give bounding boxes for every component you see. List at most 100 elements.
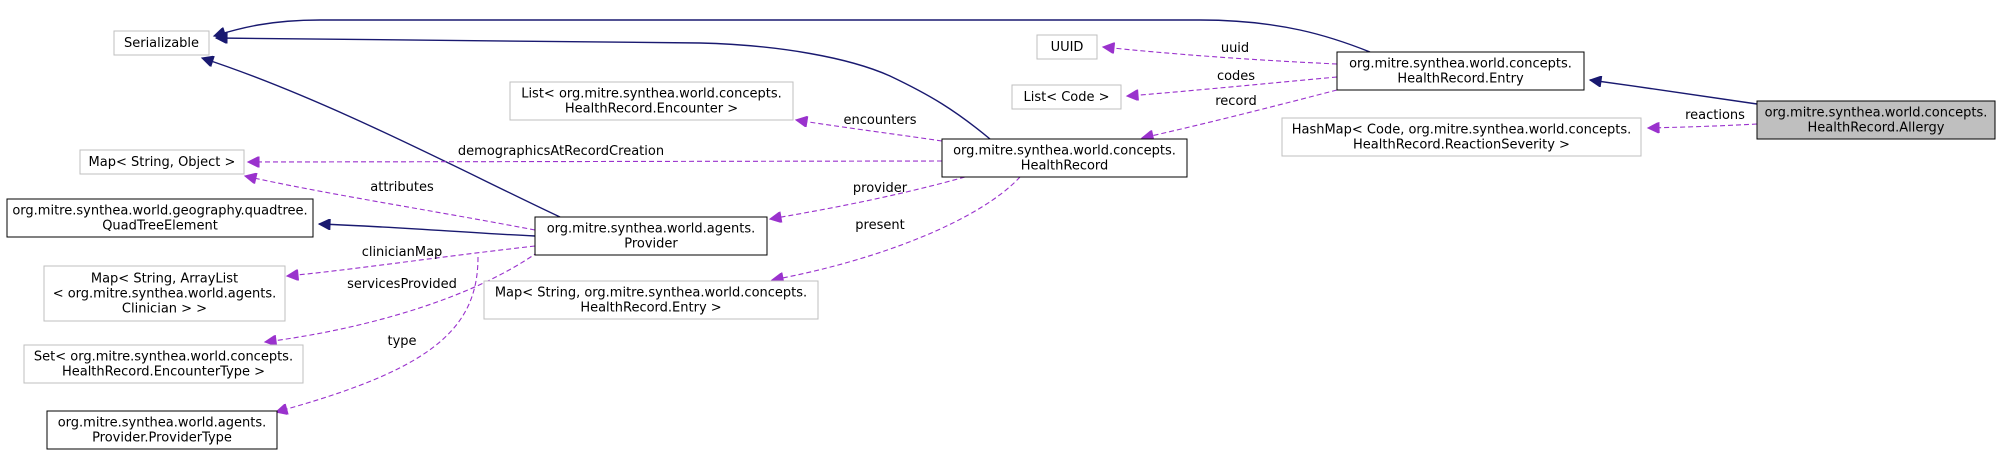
edge-provider-to-map-clinician: clinicianMap xyxy=(287,245,536,276)
node-allergy[interactable]: org.mitre.synthea.world.concepts.HealthR… xyxy=(1756,100,1996,140)
node-uuid: UUID xyxy=(1036,34,1098,60)
edge-label-demographicsAtRecordCreation: demographicsAtRecordCreation xyxy=(458,144,664,159)
node-map-clinician: Map< String, ArrayList< org.mitre.synthe… xyxy=(43,265,286,322)
usage-arrow xyxy=(796,120,943,142)
edge-provider-to-serializable xyxy=(202,58,561,218)
node-label-line: UUID xyxy=(1051,40,1084,55)
node-box xyxy=(1281,117,1642,157)
node-label-line: HealthRecord.Entry > xyxy=(580,301,721,316)
inheritance-arrow xyxy=(216,38,991,140)
edge-label-reactions: reactions xyxy=(1685,108,1745,123)
node-label-line: < org.mitre.synthea.world.agents. xyxy=(53,287,277,302)
edges-layer: reactions uuid codes record encounters demogr… xyxy=(202,19,1758,412)
edge-provider-to-providertype: type xyxy=(276,256,479,412)
edge-allergy-to-hashmap-reaction: reactions xyxy=(1648,108,1758,128)
node-label-line: org.mitre.synthea.world.agents. xyxy=(547,222,756,237)
node-provider[interactable]: org.mitre.synthea.world.agents.Provider xyxy=(534,216,768,256)
edge-label-type: type xyxy=(387,334,416,349)
node-label-line: Map< String, Object > xyxy=(89,155,236,170)
node-label-line: HashMap< Code, org.mitre.synthea.world.c… xyxy=(1292,123,1632,138)
usage-arrow xyxy=(245,176,536,231)
edge-entry-to-uuid: uuid xyxy=(1103,41,1338,65)
node-label-line: org.mitre.synthea.world.concepts. xyxy=(1349,57,1572,72)
inheritance-arrow xyxy=(202,58,561,218)
edge-healthrecord-to-serializable xyxy=(216,38,991,140)
node-label-line: HealthRecord.Entry xyxy=(1397,72,1524,87)
edge-healthrecord-to-provider: provider xyxy=(770,176,966,219)
node-box xyxy=(6,198,314,238)
edge-provider-to-quadtree-element xyxy=(319,224,536,237)
node-label-line: Serializable xyxy=(124,36,199,51)
node-box xyxy=(483,280,819,320)
edge-label-clinicianMap: clinicianMap xyxy=(362,245,443,260)
edge-provider-to-map-string-object: attributes xyxy=(245,176,536,231)
usage-arrow xyxy=(772,176,1021,280)
inheritance-arrow xyxy=(214,19,1371,53)
node-label-line: List< Code > xyxy=(1023,90,1109,105)
node-box xyxy=(509,81,794,121)
usage-arrow xyxy=(265,251,539,342)
node-set-encountertype: Set< org.mitre.synthea.world.concepts.He… xyxy=(23,344,304,384)
usage-arrow xyxy=(1142,89,1338,138)
node-label-line: Set< org.mitre.synthea.world.concepts. xyxy=(34,350,293,365)
edge-label-servicesProvided: servicesProvided xyxy=(347,277,457,292)
node-healthrecord[interactable]: org.mitre.synthea.world.concepts.HealthR… xyxy=(941,138,1188,178)
node-label-line: HealthRecord.EncounterType > xyxy=(62,365,265,380)
inheritance-arrow xyxy=(1590,80,1758,105)
edge-entry-to-serializable xyxy=(214,19,1371,53)
node-box xyxy=(113,30,210,56)
inheritance-arrow xyxy=(319,224,536,237)
node-serializable: Serializable xyxy=(113,30,210,56)
node-label-line: org.mitre.synthea.world.geography.quadtr… xyxy=(12,204,307,219)
edge-label-record: record xyxy=(1215,94,1257,109)
node-box xyxy=(1036,34,1098,60)
node-label-line: HealthRecord.Allergy xyxy=(1808,121,1945,136)
edge-allergy-to-entry xyxy=(1590,80,1758,105)
usage-arrow xyxy=(287,245,536,276)
node-box xyxy=(23,344,304,384)
usage-arrow xyxy=(1103,47,1338,65)
node-label-line: Clinician > > xyxy=(122,302,207,317)
edge-healthrecord-to-list-encounter: encounters xyxy=(796,113,943,142)
node-list-encounter: List< org.mitre.synthea.world.concepts.H… xyxy=(509,81,794,121)
node-box xyxy=(43,265,286,322)
edge-label-uuid: uuid xyxy=(1221,41,1249,56)
node-quadtree-element[interactable]: org.mitre.synthea.world.geography.quadtr… xyxy=(6,198,314,238)
node-box xyxy=(1756,100,1996,140)
node-hashmap-reaction: HashMap< Code, org.mitre.synthea.world.c… xyxy=(1281,117,1642,157)
node-box xyxy=(1011,84,1122,110)
edge-healthrecord-to-map-string-object: demographicsAtRecordCreation xyxy=(248,144,943,162)
node-label-line: org.mitre.synthea.world.agents. xyxy=(58,416,267,431)
edge-label-attributes: attributes xyxy=(370,180,434,195)
edge-healthrecord-to-map-entry: present xyxy=(772,176,1021,280)
node-entry[interactable]: org.mitre.synthea.world.concepts.HealthR… xyxy=(1336,51,1585,91)
edge-label-encounters: encounters xyxy=(843,113,916,128)
node-label-line: Map< String, ArrayList xyxy=(91,272,238,287)
usage-arrow xyxy=(276,256,479,412)
edge-label-codes: codes xyxy=(1217,69,1255,84)
node-label-line: QuadTreeElement xyxy=(102,219,218,234)
node-list-code: List< Code > xyxy=(1011,84,1122,110)
node-label-line: org.mitre.synthea.world.concepts. xyxy=(1765,106,1988,121)
node-providertype[interactable]: org.mitre.synthea.world.agents.Provider.… xyxy=(46,410,278,450)
node-box xyxy=(46,410,278,450)
node-label-line: List< org.mitre.synthea.world.concepts. xyxy=(521,87,782,102)
node-label-line: Provider.ProviderType xyxy=(92,431,232,446)
node-label-line: Provider xyxy=(624,237,678,252)
node-box xyxy=(534,216,768,256)
usage-arrow xyxy=(1648,124,1758,128)
usage-arrow xyxy=(248,161,943,162)
node-map-entry: Map< String, org.mitre.synthea.world.con… xyxy=(483,280,819,320)
edge-label-present: present xyxy=(855,218,904,233)
usage-arrow xyxy=(770,176,966,219)
node-label-line: org.mitre.synthea.world.concepts. xyxy=(953,144,1176,159)
edge-label-provider: provider xyxy=(853,181,908,196)
node-box xyxy=(941,138,1188,178)
node-label-line: Map< String, org.mitre.synthea.world.con… xyxy=(495,286,807,301)
node-box xyxy=(79,149,245,175)
edge-entry-to-healthrecord: record xyxy=(1142,89,1338,138)
node-box xyxy=(1336,51,1585,91)
nodes-layer: org.mitre.synthea.world.concepts.HealthR… xyxy=(6,30,1996,450)
node-label-line: HealthRecord xyxy=(1021,159,1109,174)
